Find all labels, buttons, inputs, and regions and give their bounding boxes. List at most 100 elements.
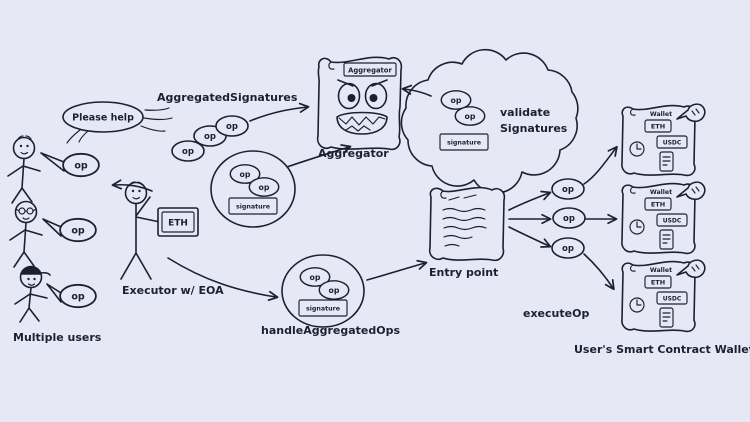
user-speech-bubbles <box>40 152 100 309</box>
user-2-mouth <box>22 217 30 220</box>
bubble-tail-1 <box>40 152 65 172</box>
user-2-glasses-frame <box>15 208 37 212</box>
user-op-3 <box>59 283 97 309</box>
validate-label-line2: Signatures <box>500 122 568 135</box>
user-2-body <box>9 221 43 268</box>
user-3-body <box>14 286 48 323</box>
executor-label: Executor w/ EOA <box>122 284 224 297</box>
validate-cloud: validate Signatures <box>400 48 579 194</box>
user-op-2 <box>59 217 97 243</box>
handle-aggregated-ops-label: handleAggregatedOps <box>261 324 400 337</box>
wallet-card-2 <box>621 181 706 255</box>
wallets-group <box>621 103 706 333</box>
entry-point-text-line-5 <box>444 243 460 247</box>
arrow-executor-to-handleops <box>167 257 279 301</box>
user-1 <box>7 135 41 204</box>
handleops-signature <box>298 299 348 317</box>
diagram-labels: AggregatedSignatures Aggregator Executor… <box>13 91 750 356</box>
user-2-glasses-left <box>18 207 26 215</box>
executor-body <box>120 196 161 280</box>
eth-label: ETH <box>168 219 188 229</box>
aggregator-title-box <box>343 62 397 77</box>
aggregated-signature <box>228 197 278 215</box>
please-help-outline <box>62 101 144 133</box>
aggregator-title-label: Aggregator <box>348 67 392 75</box>
handle-aggregated-ops-circle <box>281 254 365 328</box>
eth-box: ETH <box>157 207 199 237</box>
cloud-signature <box>439 133 489 151</box>
arrow-cloud-to-aggregator <box>401 84 432 97</box>
chain-op-3 <box>215 115 249 137</box>
executor-eye <box>131 189 135 193</box>
entry-point-text-line-4 <box>443 234 473 240</box>
arrow-ops-to-aggregator <box>249 102 310 122</box>
entry-point-marks <box>448 194 477 201</box>
execute-op-label: executeOp <box>523 307 589 320</box>
user-3-cap-brim <box>39 271 51 276</box>
exec-op-1 <box>551 178 585 200</box>
entry-point-label: Entry point <box>429 266 498 279</box>
aggregator-scroll-curl <box>328 61 335 70</box>
entry-point-text-line-2 <box>442 216 486 222</box>
user-1-body <box>7 157 41 204</box>
bubble-tail-2 <box>42 218 62 237</box>
wallet-card-3 <box>621 259 706 333</box>
please-help-bubble: Please help <box>62 101 173 144</box>
entry-point-scroll-curl <box>440 190 447 199</box>
eth-box-outer <box>157 207 199 237</box>
cloud-op-2 <box>454 106 486 126</box>
aggregator-mouth <box>336 111 388 135</box>
aggregator-face <box>336 79 388 135</box>
exec-op-3 <box>551 237 585 259</box>
arrow-circle-to-aggregator <box>283 144 352 169</box>
user-1-eye <box>26 144 29 148</box>
user-3-eye <box>27 277 30 281</box>
executor-eye <box>138 189 141 193</box>
arrow-op-to-wallet-1 <box>583 145 618 185</box>
aggregator-document: Aggregator <box>316 56 403 151</box>
user-op-1 <box>62 152 100 178</box>
eth-box-inner <box>161 211 195 233</box>
handleops-op-2 <box>318 280 350 300</box>
execute-op-bubbles <box>551 178 586 259</box>
entry-point-document <box>428 186 506 262</box>
aggregator-teeth-top <box>338 116 386 126</box>
please-help-label: Please help <box>72 113 134 124</box>
bubble-tail-3 <box>46 283 62 303</box>
user-3-mouth <box>27 283 36 286</box>
aggregator-pupil-right <box>369 94 378 102</box>
aggregated-ops-circle <box>210 150 296 228</box>
aggregator-pupil-left <box>347 94 356 102</box>
executor-mouth <box>132 196 141 200</box>
validate-label-line1: validate <box>500 106 550 119</box>
cloud-outline <box>400 48 579 194</box>
executor-figure <box>120 181 161 280</box>
exec-op-2 <box>552 207 586 229</box>
arrow-entrypoint-to-op-3 <box>508 226 552 248</box>
smart-contract-wallets-label: User's Smart Contract Wallets <box>574 343 750 356</box>
aggregated-op-2 <box>248 177 280 197</box>
arrow-entrypoint-to-op-1 <box>508 190 552 211</box>
arrow-op-to-wallet-3 <box>583 253 615 291</box>
entry-point-text-line-1 <box>442 207 486 213</box>
executor-hair <box>128 181 145 187</box>
aggregator-teeth-bottom <box>345 125 371 132</box>
please-help-tail <box>66 129 89 144</box>
user-1-hair <box>17 135 32 140</box>
user-1-eye <box>19 144 23 148</box>
multiple-users-label: Multiple users <box>13 331 102 344</box>
entry-point-scroll <box>428 186 506 262</box>
arrow-executor-to-users <box>111 179 153 192</box>
please-help-swoosh <box>140 107 173 132</box>
user-3 <box>14 265 51 323</box>
user-3-eye <box>33 277 36 281</box>
aggregator-label: Aggregator <box>318 147 389 160</box>
arrow-handleops-to-entrypoint <box>366 259 428 281</box>
entry-point-text-line-3 <box>443 225 487 231</box>
aggregator-brows <box>337 79 388 87</box>
user-1-mouth <box>20 151 29 155</box>
arrows <box>111 84 618 301</box>
user-2 <box>9 200 43 268</box>
